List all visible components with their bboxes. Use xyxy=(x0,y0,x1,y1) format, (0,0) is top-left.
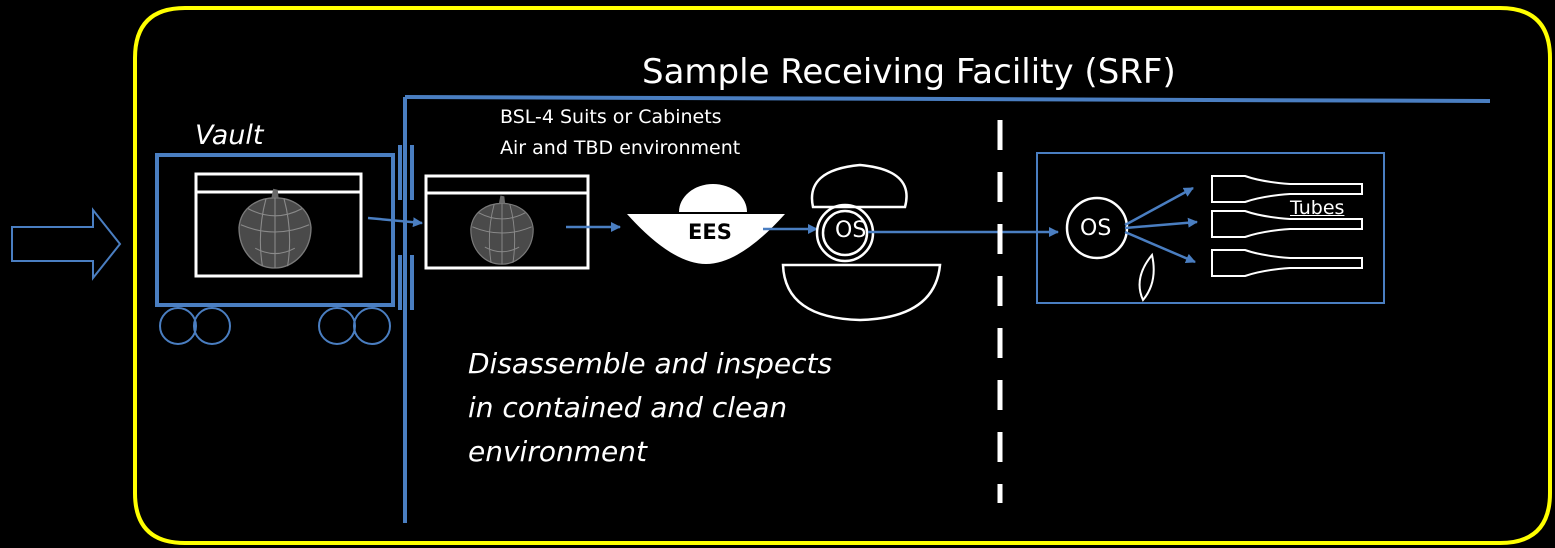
vault-label: Vault xyxy=(195,120,264,151)
sample-capsule-icon xyxy=(470,194,534,265)
facility-boundary xyxy=(133,6,1552,545)
sample-capsule-icon xyxy=(238,188,312,269)
processing-box xyxy=(1036,152,1385,304)
description-line: environment xyxy=(468,435,647,468)
environment-line: Air and TBD environment xyxy=(500,137,741,159)
cabinet-container xyxy=(424,174,590,270)
facility-ceiling xyxy=(404,95,1491,103)
tube-icon xyxy=(1211,175,1363,277)
tubes-label: Tubes xyxy=(1290,197,1345,219)
description-text: Disassemble and inspects in contained an… xyxy=(468,342,832,474)
environment-line: BSL-4 Suits or Cabinets xyxy=(500,106,722,128)
description-line: in contained and clean xyxy=(468,391,788,424)
ees-shape xyxy=(627,184,785,264)
cart-wheel-icon xyxy=(159,307,391,345)
ees-label: EES xyxy=(688,220,732,244)
os-label: OS xyxy=(835,218,867,243)
airlock-door xyxy=(398,145,414,310)
flow-arrow xyxy=(367,216,423,228)
diagram-title: Sample Receiving Facility (SRF) xyxy=(642,52,1176,92)
os-label: OS xyxy=(1080,216,1112,241)
vault-container xyxy=(194,172,363,278)
input-arrow-icon xyxy=(11,207,122,281)
description-line: Disassemble and inspects xyxy=(468,347,833,380)
vault-cart xyxy=(155,153,395,307)
flow-arrow xyxy=(1124,186,1198,264)
lens-shape xyxy=(1138,252,1155,302)
